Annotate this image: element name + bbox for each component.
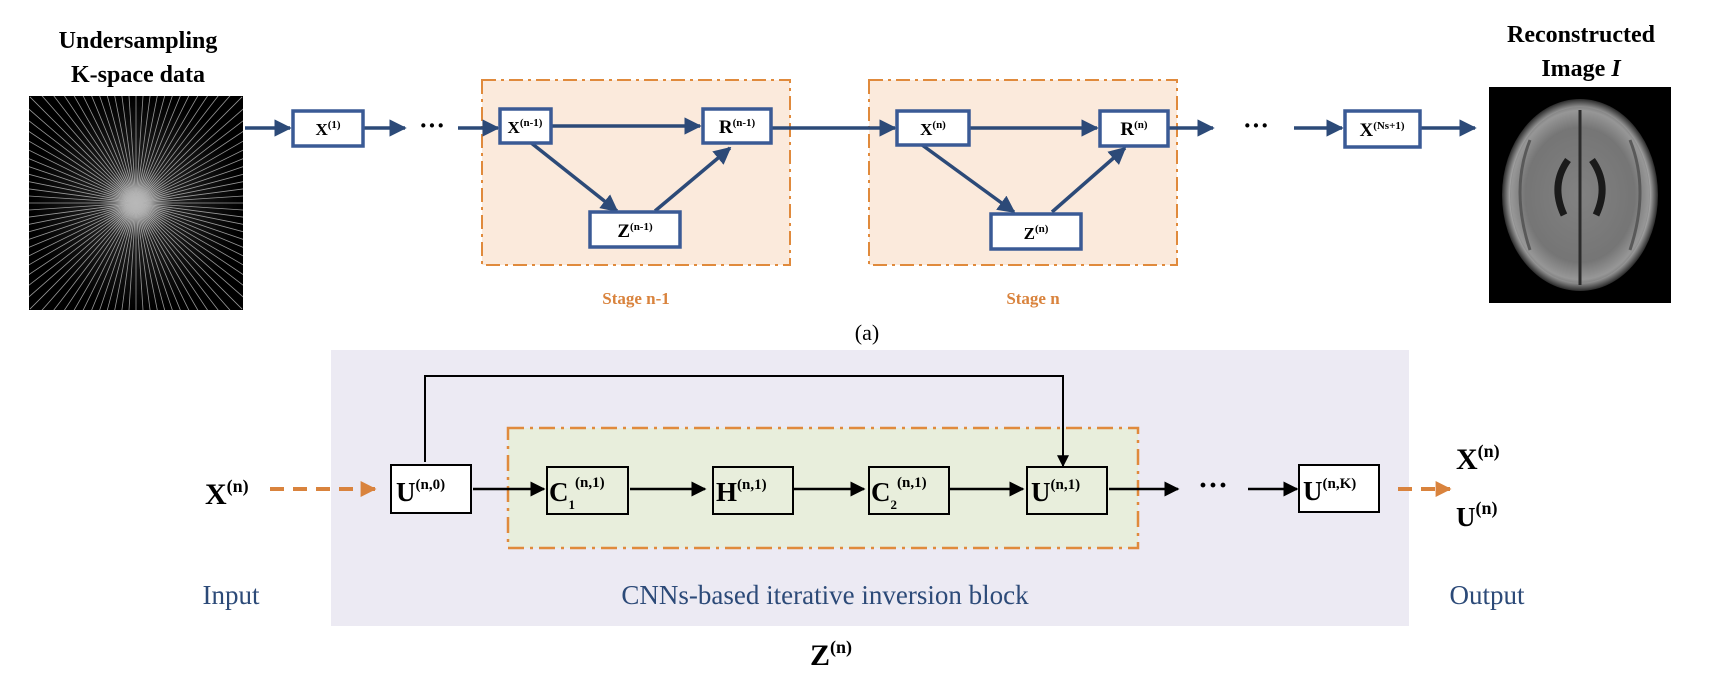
- x-final-label: X(Ns+1): [1359, 120, 1404, 141]
- ellipsis-b: ···: [1198, 469, 1228, 502]
- z-prev-label: Z(n-1): [617, 221, 653, 242]
- ellipsis-left: ···: [419, 111, 445, 140]
- input-label: Input: [203, 580, 260, 610]
- ellipsis-right: ···: [1243, 111, 1269, 140]
- r-cur-label: R(n): [1120, 119, 1148, 140]
- panel-b-boxes: [390, 464, 1380, 515]
- input-title-line1: Undersampling: [59, 28, 218, 54]
- output-title-line1: Reconstructed: [1507, 22, 1656, 48]
- z-cur-label: Z(n): [1024, 223, 1049, 243]
- output-label: Output: [1449, 580, 1525, 610]
- input-title-line2: K-space data: [71, 62, 205, 88]
- x-prev-label: X(n-1): [508, 117, 543, 137]
- output-var-2: U(n): [1456, 498, 1498, 532]
- input-var: X(n): [205, 476, 249, 511]
- output-var-1: X(n): [1456, 441, 1500, 476]
- caption-a: (a): [855, 320, 879, 345]
- h-label: H(n,1): [716, 477, 767, 507]
- panel-a-arrows: [245, 117, 1477, 214]
- block-label: CNNs-based iterative inversion block: [621, 580, 1029, 610]
- u0-label: U(n,0): [396, 477, 445, 507]
- stage-cur-label: Stage n: [1006, 289, 1060, 308]
- r-prev-label: R(n-1): [719, 117, 756, 138]
- x-cur-label: X(n): [920, 119, 946, 139]
- c2-label: C2(n,1): [871, 475, 927, 512]
- panel-a-boxes: [291, 107, 1422, 251]
- stage-prev-label: Stage n-1: [602, 289, 670, 308]
- x1-label: X(1): [315, 119, 340, 139]
- c1-label: C1(n,1): [549, 475, 605, 512]
- kspace-image: [29, 96, 243, 310]
- z-bottom-var: Z(n): [810, 637, 852, 672]
- skip-connection: [424, 375, 1069, 468]
- u1-label: U(n,1): [1031, 477, 1080, 507]
- uk-label: U(n,K): [1303, 476, 1356, 506]
- mri-image: [1489, 87, 1671, 303]
- output-title-line2: Image I: [1541, 56, 1622, 82]
